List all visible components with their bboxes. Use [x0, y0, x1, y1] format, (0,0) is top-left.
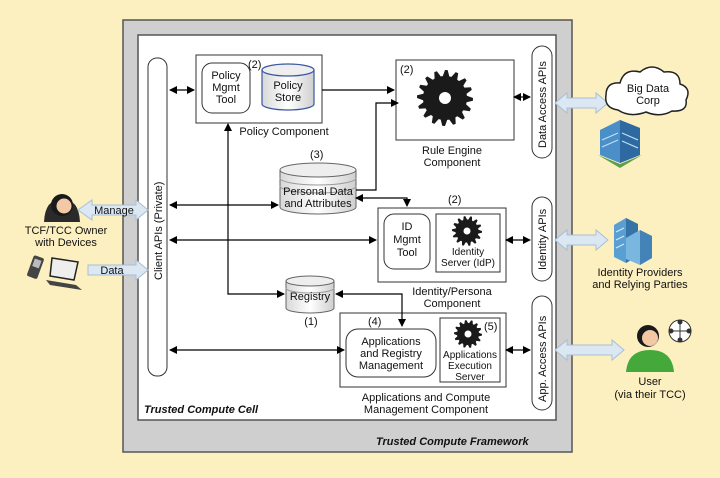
identity-apis-label: Identity APIs	[537, 208, 549, 270]
data-label: Data	[100, 265, 124, 277]
id-tool-line2: Mgmt	[393, 234, 421, 246]
user-arrow	[554, 338, 625, 362]
id-tool-line3: Tool	[397, 247, 417, 259]
big-data-arrow	[554, 91, 609, 115]
apps-exec-line2: Execution	[448, 361, 492, 372]
data-arrow	[87, 258, 149, 282]
apps-mgmt-line1: Applications	[361, 336, 421, 348]
big-data-line1: Big Data	[627, 83, 670, 95]
phone-icon	[27, 255, 44, 279]
big-data-line2: Corp	[636, 95, 660, 107]
identity-component-line2: Component	[424, 298, 481, 310]
apps-component-line1: Applications and Compute	[362, 392, 490, 404]
id-mgmt-tool	[383, 213, 431, 270]
identity-server-line2: Server (IdP)	[441, 258, 495, 269]
apps-number: (4)	[368, 316, 381, 328]
apps-exec-line1: Applications	[443, 350, 497, 361]
user-person-icon	[626, 325, 674, 372]
apps-mgmt-line3: Management	[359, 360, 423, 372]
app-access-apis-pill	[531, 295, 553, 411]
identity-providers-arrow	[554, 228, 609, 252]
policy-tool-line2: Mgmt	[212, 82, 240, 94]
building-icon	[598, 120, 642, 168]
user-line1: User	[638, 376, 662, 388]
identity-number: (2)	[448, 194, 461, 206]
identity-component-line1: Identity/Persona	[412, 286, 492, 298]
rule-engine-gear-icon	[417, 70, 473, 126]
manage-arrow	[77, 198, 149, 222]
policy-component-label: Policy Component	[239, 126, 328, 138]
cloud-icon	[605, 66, 689, 116]
personal-data-line2: and Attributes	[284, 198, 352, 210]
apps-exec-number: (5)	[484, 321, 497, 333]
app-access-apis-label: App. Access APIs	[537, 315, 549, 402]
id-tool-line1: ID	[402, 221, 413, 233]
rule-engine-line2: Component	[424, 157, 481, 169]
data-access-apis-label: Data Access APIs	[537, 61, 549, 148]
rule-engine-line1: Rule Engine	[422, 145, 482, 157]
laptop-icon	[46, 257, 82, 290]
apps-exec-gear-icon	[454, 320, 482, 348]
identity-apis-pill	[531, 196, 553, 282]
registry-cylinder	[285, 275, 335, 314]
client-apis-label: Client APIs (Private)	[153, 182, 165, 280]
policy-store-cylinder	[261, 63, 315, 111]
policy-tool-line1: Policy	[211, 70, 241, 82]
framework-label: Trusted Compute Framework	[376, 436, 529, 448]
data-access-apis-pill	[531, 45, 553, 159]
connectors	[169, 86, 531, 354]
policy-store-line2: Store	[275, 92, 301, 104]
owner-person-icon	[44, 194, 80, 222]
cell-label: Trusted Compute Cell	[144, 404, 259, 416]
registry-number: (1)	[304, 316, 317, 328]
registry-label: Registry	[290, 291, 331, 303]
personal-data-number: (3)	[310, 149, 323, 161]
identity-server-line1: Identity	[452, 247, 484, 258]
policy-store-line1: Policy	[273, 80, 303, 92]
user-line2: (via their TCC)	[614, 389, 685, 401]
manage-label: Manage	[94, 205, 134, 217]
network-hub-icon	[668, 319, 692, 343]
policy-mgmt-tool	[201, 62, 251, 114]
apps-exec-line3: Server	[455, 372, 485, 383]
apps-registry-mgmt	[345, 328, 437, 378]
owner-line2: with Devices	[34, 237, 97, 249]
server-icon	[614, 218, 652, 265]
personal-data-line1: Personal Data	[283, 186, 354, 198]
idp-line1: Identity Providers	[598, 267, 683, 279]
client-apis-pill	[147, 57, 168, 377]
policy-number: (2)	[248, 59, 261, 71]
apps-mgmt-line2: and Registry	[360, 348, 422, 360]
idp-line2: and Relying Parties	[592, 279, 688, 291]
identity-server-gear-icon	[452, 216, 482, 246]
rule-engine-number: (2)	[400, 64, 413, 76]
apps-component-line2: Management Component	[364, 404, 488, 416]
policy-tool-line3: Tool	[216, 94, 236, 106]
owner-line1: TCF/TCC Owner	[25, 225, 108, 237]
